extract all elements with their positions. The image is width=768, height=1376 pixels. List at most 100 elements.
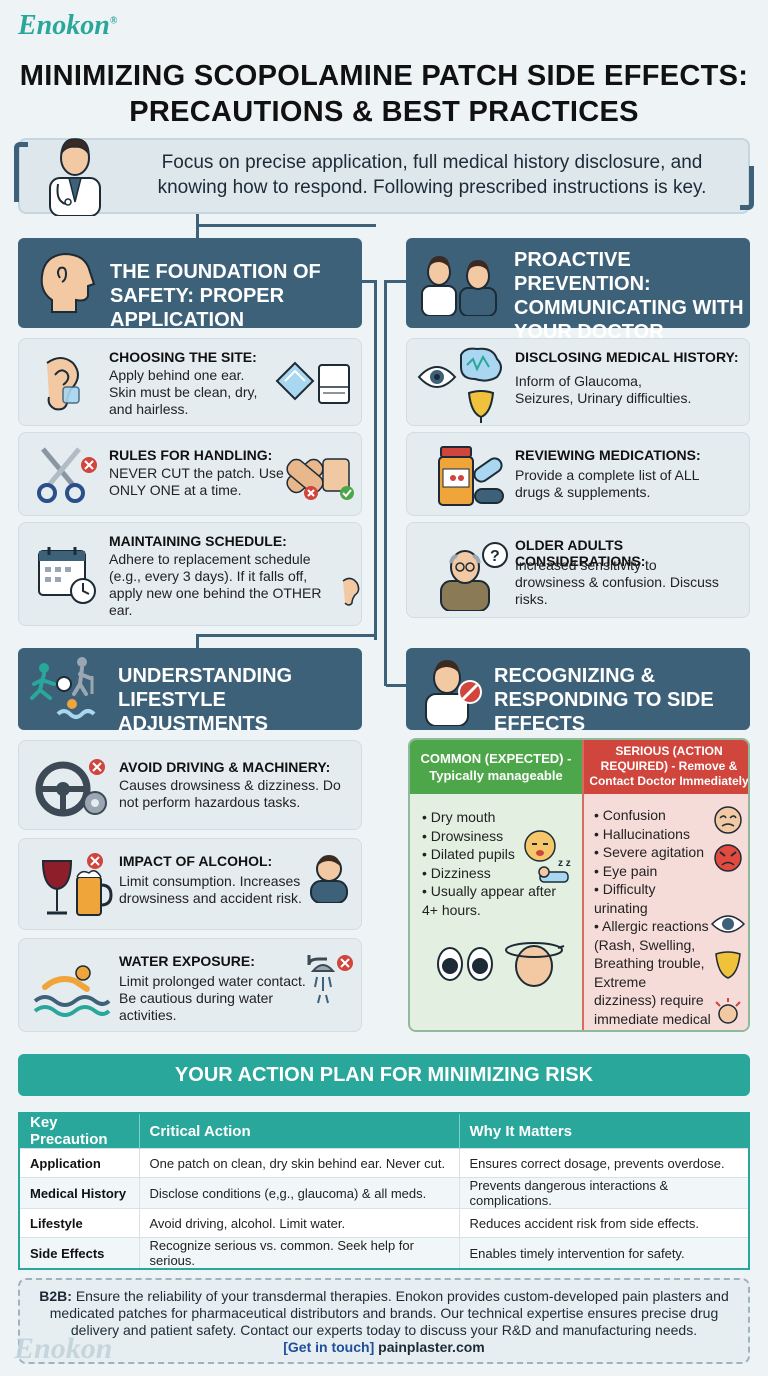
section-title-side-effects: RECOGNIZING & RESPONDING TO SIDE EFFECTS [494, 665, 714, 735]
table-cell: Ensures correct dosage, prevents overdos… [459, 1148, 750, 1178]
common-effects-column: COMMON (EXPECTED) - Typically manageable… [410, 740, 582, 1030]
eye-brain-bladder-icon [417, 347, 502, 423]
connector-line [196, 224, 376, 227]
activities-icon [30, 657, 96, 719]
card-body: Increased sensitivity to drowsiness & co… [515, 557, 719, 607]
table-row: Application One patch on clean, dry skin… [19, 1148, 750, 1178]
connector-line [384, 280, 387, 640]
card-water-exposure: WATER EXPOSURE: Limit prolonged water co… [18, 938, 362, 1032]
calendar-icon [38, 547, 96, 604]
card-body: Apply behind one ear. Skin must be clean… [109, 367, 258, 417]
b2b-text: Ensure the reliability of your transderm… [49, 1288, 729, 1338]
table-row: Medical History Disclose conditions (e,g… [19, 1177, 750, 1209]
card-heading: AVOID DRIVING & MACHINERY: [119, 759, 331, 775]
connector-line [196, 634, 199, 648]
card-heading: REVIEWING MEDICATIONS: [515, 447, 701, 463]
bracket-left-decoration [14, 142, 28, 202]
brand-name: Enokon [18, 10, 110, 41]
intro-text: Focus on precise application, full medic… [157, 152, 707, 198]
connector-line [374, 280, 377, 640]
get-in-touch-link[interactable]: [Get in touch] [283, 1339, 375, 1355]
website-link[interactable]: painplaster.com [378, 1339, 485, 1355]
list-item: Dizziness [422, 864, 574, 883]
column-header: Key Precaution [19, 1113, 140, 1149]
card-heading: DISCLOSING MEDICAL HISTORY: [515, 349, 739, 365]
steering-wheel-icon [35, 759, 107, 817]
connector-line [384, 634, 387, 686]
bandage-patch-icon [286, 458, 354, 500]
card-heading: MAINTAINING SCHEDULE: [109, 533, 287, 549]
action-plan-title: YOUR ACTION PLAN FOR MINIMIZING RISK [18, 1054, 750, 1096]
connector-line [196, 634, 376, 637]
section-title-application: THE FOUNDATION OF SAFETY: PROPER APPLICA… [110, 261, 321, 331]
common-effects-list: Dry mouth Drowsiness Dilated pupils Dizz… [422, 808, 574, 919]
card-body: Inform of Glaucoma, Seizures, Urinary di… [515, 373, 692, 406]
list-item: Usually appear after 4+ hours. [422, 882, 574, 919]
card-heading: OLDER ADULTS CONSIDERATIONS: [515, 537, 646, 569]
b2b-footer: B2B: Ensure the reliability of your tran… [18, 1278, 750, 1364]
swimmer-icon [33, 965, 111, 1017]
card-maintaining-schedule: MAINTAINING SCHEDULE: Adhere to replacem… [18, 522, 362, 626]
serious-symptoms-icons [710, 806, 746, 1024]
table-cell: Reduces accident risk from side effects. [459, 1208, 750, 1238]
brand-watermark: Enokon [14, 1332, 113, 1365]
list-item: Allergic reactions (Rash, Swelling, Brea… [594, 917, 712, 1030]
section-header-side-effects: RECOGNIZING & RESPONDING TO SIDE EFFECTS [406, 648, 750, 735]
connector-line [386, 684, 406, 687]
svg-text:?: ? [490, 548, 500, 565]
serious-effects-heading: SERIOUS (ACTION REQUIRED) - Remove & Con… [584, 740, 748, 794]
medication-bottle-icon [438, 446, 504, 506]
doctor-patient-icon [421, 256, 497, 316]
serious-effects-list: Confusion Hallucinations Severe agitatio… [594, 806, 712, 1030]
brand-logo: Enokon® [18, 10, 117, 42]
table-cell: Recognize serious vs. common. Seek help … [139, 1237, 460, 1269]
list-item: Drowsiness [422, 827, 574, 846]
card-impact-alcohol: IMPACT OF ALCOHOL: Limit consumption. In… [18, 838, 362, 930]
card-reviewing-medications: REVIEWING MEDICATIONS: Provide a complet… [406, 432, 750, 516]
section-title-doctor: PROACTIVE PREVENTION: COMMUNICATING WITH… [514, 249, 744, 343]
section-title-lifestyle: UNDERSTANDING LIFESTYLE ADJUSTMENTS [118, 665, 293, 735]
section-header-lifestyle: UNDERSTANDING LIFESTYLE ADJUSTMENTS [18, 648, 362, 735]
table-cell: Enables timely intervention for safety. [459, 1237, 750, 1269]
side-effects-panel: COMMON (EXPECTED) - Typically manageable… [408, 738, 750, 1032]
table-cell: Side Effects [19, 1237, 140, 1269]
title-line-2: PRECAUTIONS & BEST PRACTICES [129, 96, 639, 128]
card-choosing-site: CHOOSING THE SITE: Apply behind one ear.… [18, 338, 362, 426]
card-rules-handling: RULES FOR HANDLING: NEVER CUT the patch.… [18, 432, 362, 516]
column-header: Critical Action [139, 1113, 460, 1149]
list-item: Eye pain [594, 862, 712, 881]
card-body: NEVER CUT the patch. Use ONLY ONE at a t… [109, 465, 284, 498]
shower-icon [307, 955, 353, 1004]
list-item: Dilated pupils [422, 845, 574, 864]
title-line-1: MINIMIZING SCOPOLAMINE PATCH SIDE EFFECT… [19, 60, 749, 92]
page-title: MINIMIZING SCOPOLAMINE PATCH SIDE EFFECT… [0, 58, 768, 130]
card-body: Limit prolonged water contact. Be cautio… [119, 973, 306, 1023]
card-body: Adhere to replacement schedule (e.g., ev… [109, 551, 322, 618]
brand-mark: ® [109, 15, 118, 27]
doctor-icon [49, 138, 101, 216]
card-body: Causes drowsiness & dizziness. Do not pe… [119, 777, 341, 810]
list-item: Hallucinations [594, 825, 712, 844]
bracket-right-decoration [740, 166, 754, 210]
ear-small-icon [342, 577, 360, 606]
card-body: Limit consumption. Increases drowsiness … [119, 873, 302, 906]
alcohol-icon [41, 853, 113, 916]
table-cell: One patch on clean, dry skin behind ear.… [139, 1148, 460, 1178]
table-cell: Application [19, 1148, 140, 1178]
doctor-alert-icon [425, 660, 482, 726]
card-avoid-driving: AVOID DRIVING & MACHINERY: Causes drowsi… [18, 740, 362, 830]
connector-line [386, 280, 406, 283]
table-cell: Prevents dangerous interactions & compli… [459, 1177, 750, 1209]
card-heading: WATER EXPOSURE: [119, 953, 255, 969]
table-cell: Lifestyle [19, 1208, 140, 1238]
card-body: Provide a complete list of ALL drugs & s… [515, 467, 699, 500]
table-cell: Disclose conditions (e,g., glaucoma) & a… [139, 1177, 460, 1209]
cleaning-wipe-icon [275, 361, 350, 404]
table-cell: Avoid driving, alcohol. Limit water. [139, 1208, 460, 1238]
older-adult-icon: ? [440, 542, 508, 611]
list-item: Severe agitation [594, 843, 712, 862]
dilated-eyes-dizzy-icon [437, 942, 565, 987]
section-header-doctor: PROACTIVE PREVENTION: COMMUNICATING WITH… [406, 238, 750, 343]
ear-icon [46, 357, 80, 411]
person-icon [310, 855, 348, 903]
